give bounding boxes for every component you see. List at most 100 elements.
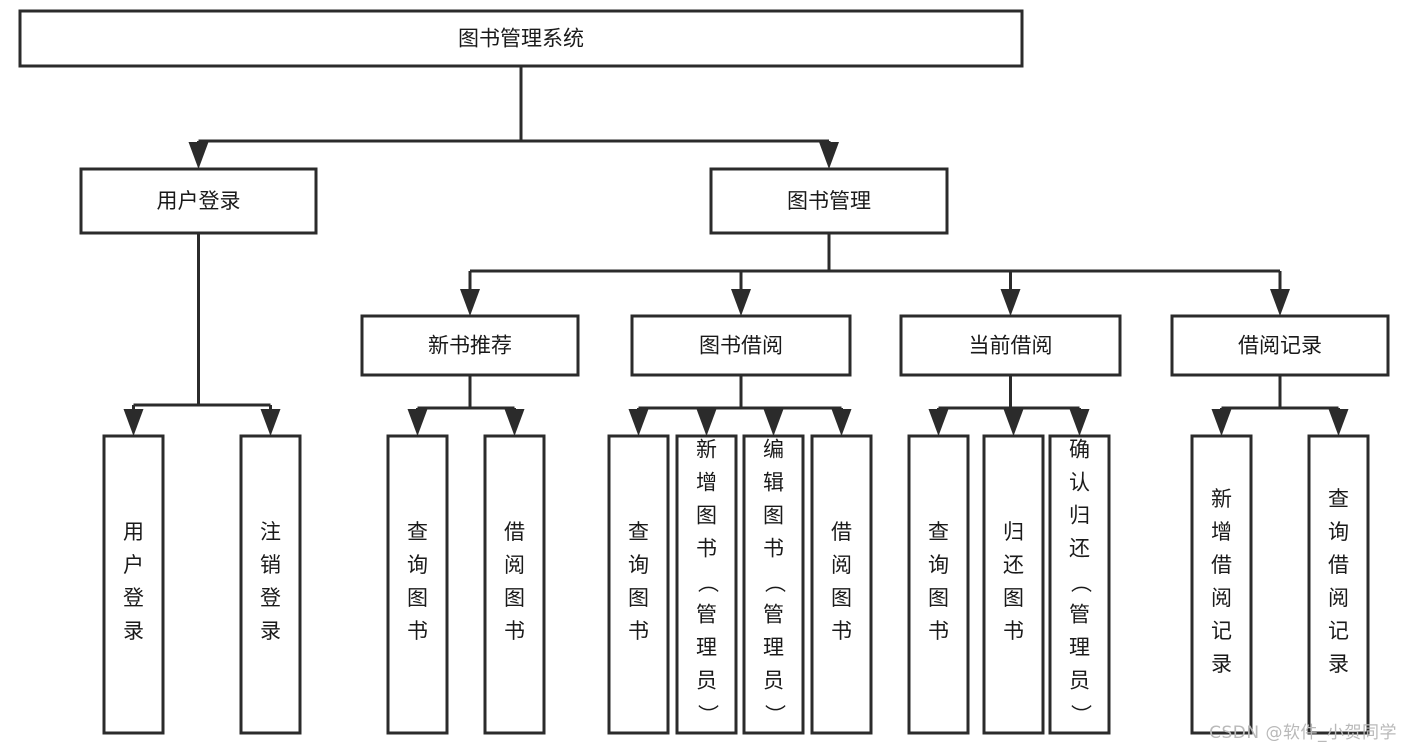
node-box (102, 434, 165, 735)
node-leaf-user-login[interactable]: 用户登录 (102, 434, 165, 735)
node-box (709, 167, 949, 235)
node-label-char: 书 (504, 619, 525, 643)
node-label-char: 管 (1069, 603, 1090, 627)
arrow-head-icon (1270, 289, 1290, 316)
node-label-char: 新 (696, 438, 717, 462)
node-label-char: 记 (1328, 619, 1349, 643)
node-label: 图书借阅 (699, 334, 783, 358)
node-bookmgmt[interactable]: 图书管理 (709, 167, 949, 235)
node-label-char: 查 (1328, 487, 1349, 511)
node-layer: 图书管理系统用户登录图书管理新书推荐图书借阅当前借阅借阅记录用户登录注销登录查询… (18, 9, 1390, 735)
node-label-char: 员 (1069, 669, 1090, 693)
node-label-char: 书 (928, 619, 949, 643)
arrow-head-icon (831, 409, 852, 436)
arrow-head-icon (696, 409, 717, 436)
node-label-char: 阅 (1211, 586, 1232, 610)
node-box (79, 167, 318, 235)
node-label-char: 借 (1211, 553, 1232, 577)
node-label-char: 阅 (504, 553, 525, 577)
node-box (1307, 434, 1370, 735)
node-borrow[interactable]: 图书借阅 (630, 314, 852, 377)
node-label-char: 编 (763, 438, 784, 462)
arrow-head-icon (260, 409, 281, 436)
node-box (483, 434, 546, 735)
node-label-char: 记 (1211, 619, 1232, 643)
node-label-char: 销 (260, 553, 281, 577)
node-label-char: 管 (763, 603, 784, 627)
node-label-char: 借 (831, 520, 852, 544)
node-label-char: 图 (928, 586, 949, 610)
node-label-char: 录 (260, 619, 281, 643)
node-label-char: 书 (1003, 619, 1024, 643)
arrow-head-icon (407, 409, 428, 436)
node-label-char: 增 (696, 471, 717, 495)
arrow-head-icon (819, 142, 839, 169)
node-box (630, 314, 852, 377)
node-root[interactable]: 图书管理系统 (18, 9, 1024, 68)
arrow-head-icon (628, 409, 649, 436)
node-current[interactable]: 当前借阅 (899, 314, 1122, 377)
node-login[interactable]: 用户登录 (79, 167, 318, 235)
node-label-char: 管 (696, 603, 717, 627)
node-newbook[interactable]: 新书推荐 (360, 314, 580, 377)
node-label-char: 查 (628, 520, 649, 544)
arrow-head-icon (460, 289, 480, 316)
node-label-char: 图 (696, 504, 717, 528)
node-box (1048, 434, 1111, 735)
node-box (810, 434, 873, 735)
node-box (386, 434, 449, 735)
node-label-char: ） (763, 704, 787, 725)
arrow-head-icon (1069, 409, 1090, 436)
node-label-char: ） (696, 704, 720, 725)
node-label: 用户登录 (157, 189, 241, 213)
arrow-head-icon (1003, 409, 1024, 436)
node-label-char: 注 (260, 520, 281, 544)
node-label-char: 借 (504, 520, 525, 544)
node-label-char: 认 (1069, 471, 1090, 495)
node-label-char: （ (763, 572, 787, 593)
arrow-head-icon (1000, 289, 1021, 316)
node-label-char: 理 (763, 636, 784, 660)
arrow-head-icon (123, 409, 144, 436)
watermark-text: CSDN @软件_小贺同学 (1209, 723, 1397, 743)
node-label-char: 图 (504, 586, 525, 610)
node-label-char: 理 (696, 636, 717, 660)
node-label-char: 员 (763, 669, 784, 693)
node-box (982, 434, 1045, 735)
node-label-char: 确 (1069, 438, 1090, 462)
node-record[interactable]: 借阅记录 (1170, 314, 1390, 377)
node-label-char: 图 (1003, 586, 1024, 610)
node-label-char: 图 (628, 586, 649, 610)
node-label-char: 询 (928, 553, 949, 577)
node-label-char: 询 (628, 553, 649, 577)
arrow-head-icon (1328, 409, 1349, 436)
node-box (742, 434, 805, 735)
arrow-head-icon (188, 142, 209, 169)
node-label-char: 归 (1003, 520, 1024, 544)
node-label-char: 辑 (763, 471, 784, 495)
node-label-char: 员 (696, 669, 717, 693)
node-label: 图书管理 (787, 189, 871, 213)
node-label-char: 询 (1328, 520, 1349, 544)
node-label-char: 书 (763, 537, 784, 561)
node-label: 当前借阅 (969, 334, 1053, 358)
node-label-char: 图 (831, 586, 852, 610)
node-label-char: 书 (407, 619, 428, 643)
arrow-head-icon (731, 289, 751, 316)
node-box (1190, 434, 1253, 735)
node-label-char: ） (1069, 704, 1093, 725)
arrow-head-icon (504, 409, 525, 436)
